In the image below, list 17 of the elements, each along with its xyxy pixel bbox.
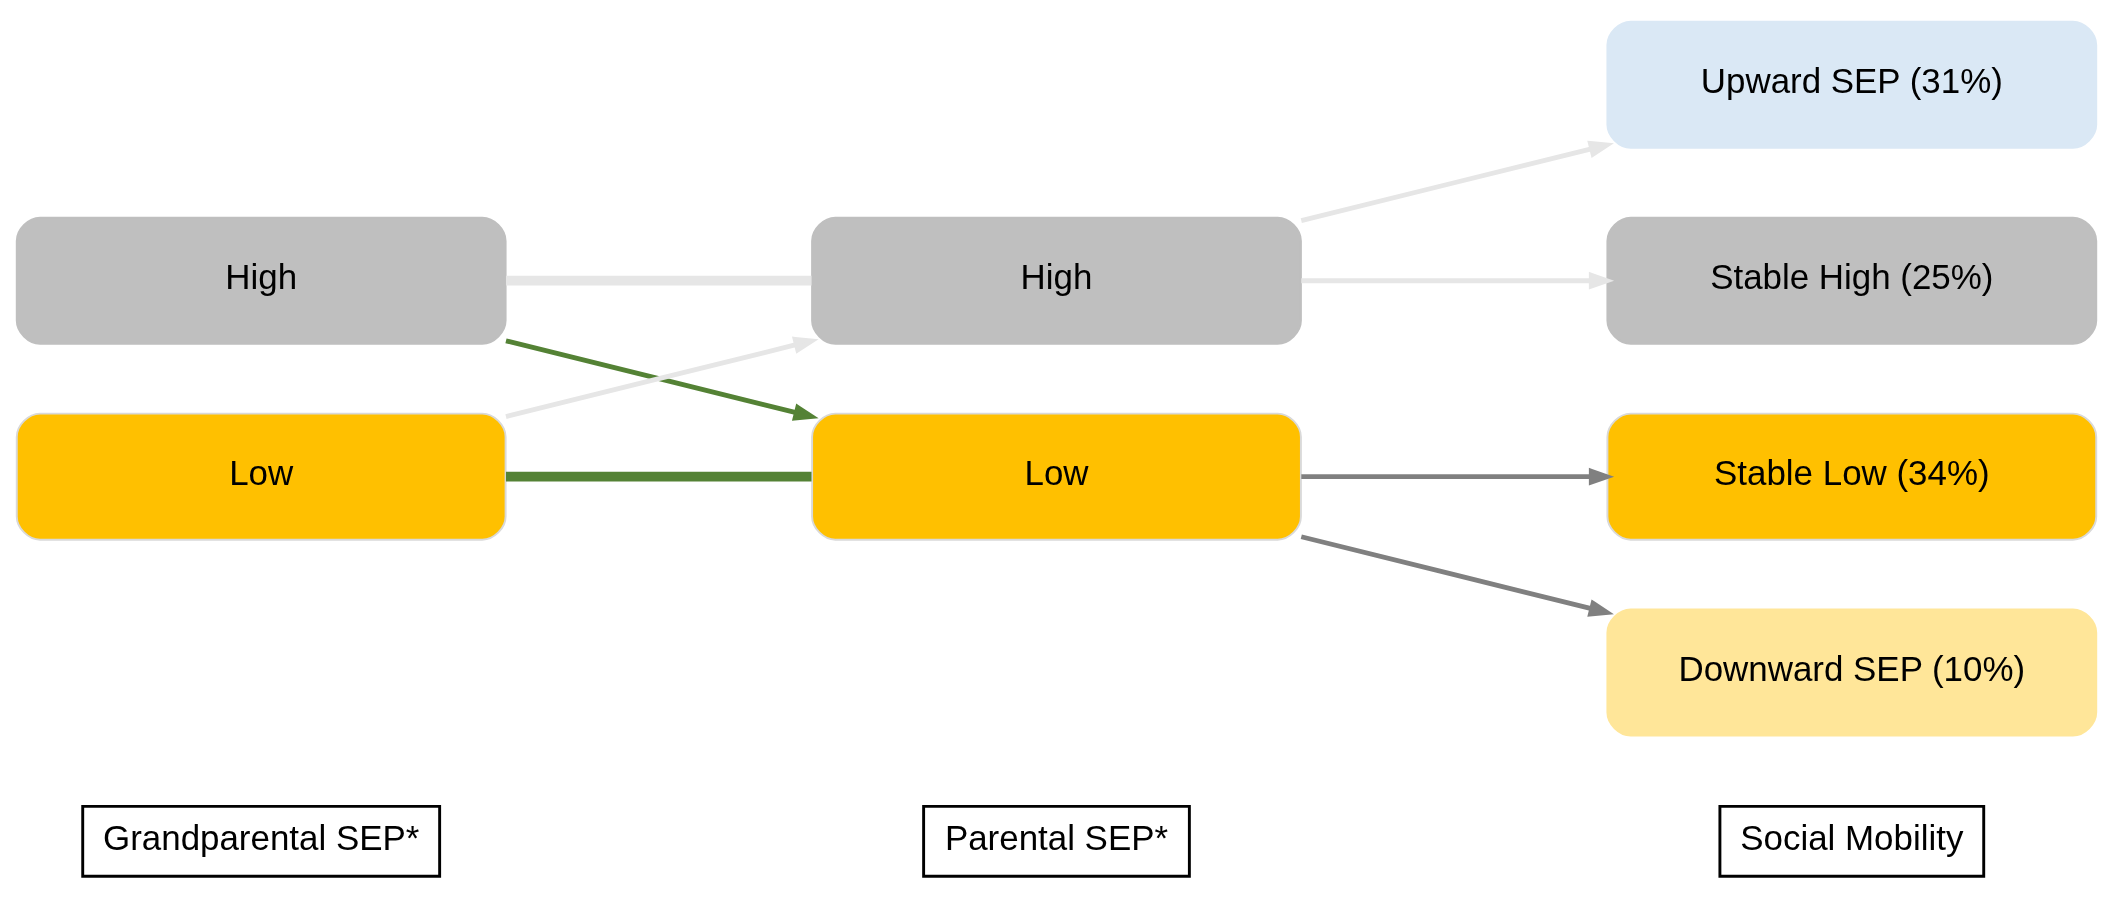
arrow [1300, 140, 1614, 223]
node-box: Stable High (25%) [1606, 216, 2098, 345]
node-box: Stable Low (34%) [1606, 412, 2098, 541]
arrow [1300, 534, 1614, 617]
node-box: Grandparental SEP* [81, 804, 442, 878]
node-box: Low [15, 412, 507, 541]
node-box: High [15, 216, 507, 345]
node-box: Upward SEP (31%) [1606, 20, 2098, 149]
arrow [1301, 467, 1615, 486]
node-box: Social Mobility [1718, 804, 1986, 878]
connector [505, 275, 812, 286]
node-box: Parental SEP* [922, 804, 1191, 878]
connector [505, 471, 812, 482]
node-box: Low [811, 412, 1302, 541]
node-box: Downward SEP (10%) [1606, 608, 2098, 737]
node-box: High [811, 216, 1302, 345]
arrow [1301, 271, 1615, 290]
